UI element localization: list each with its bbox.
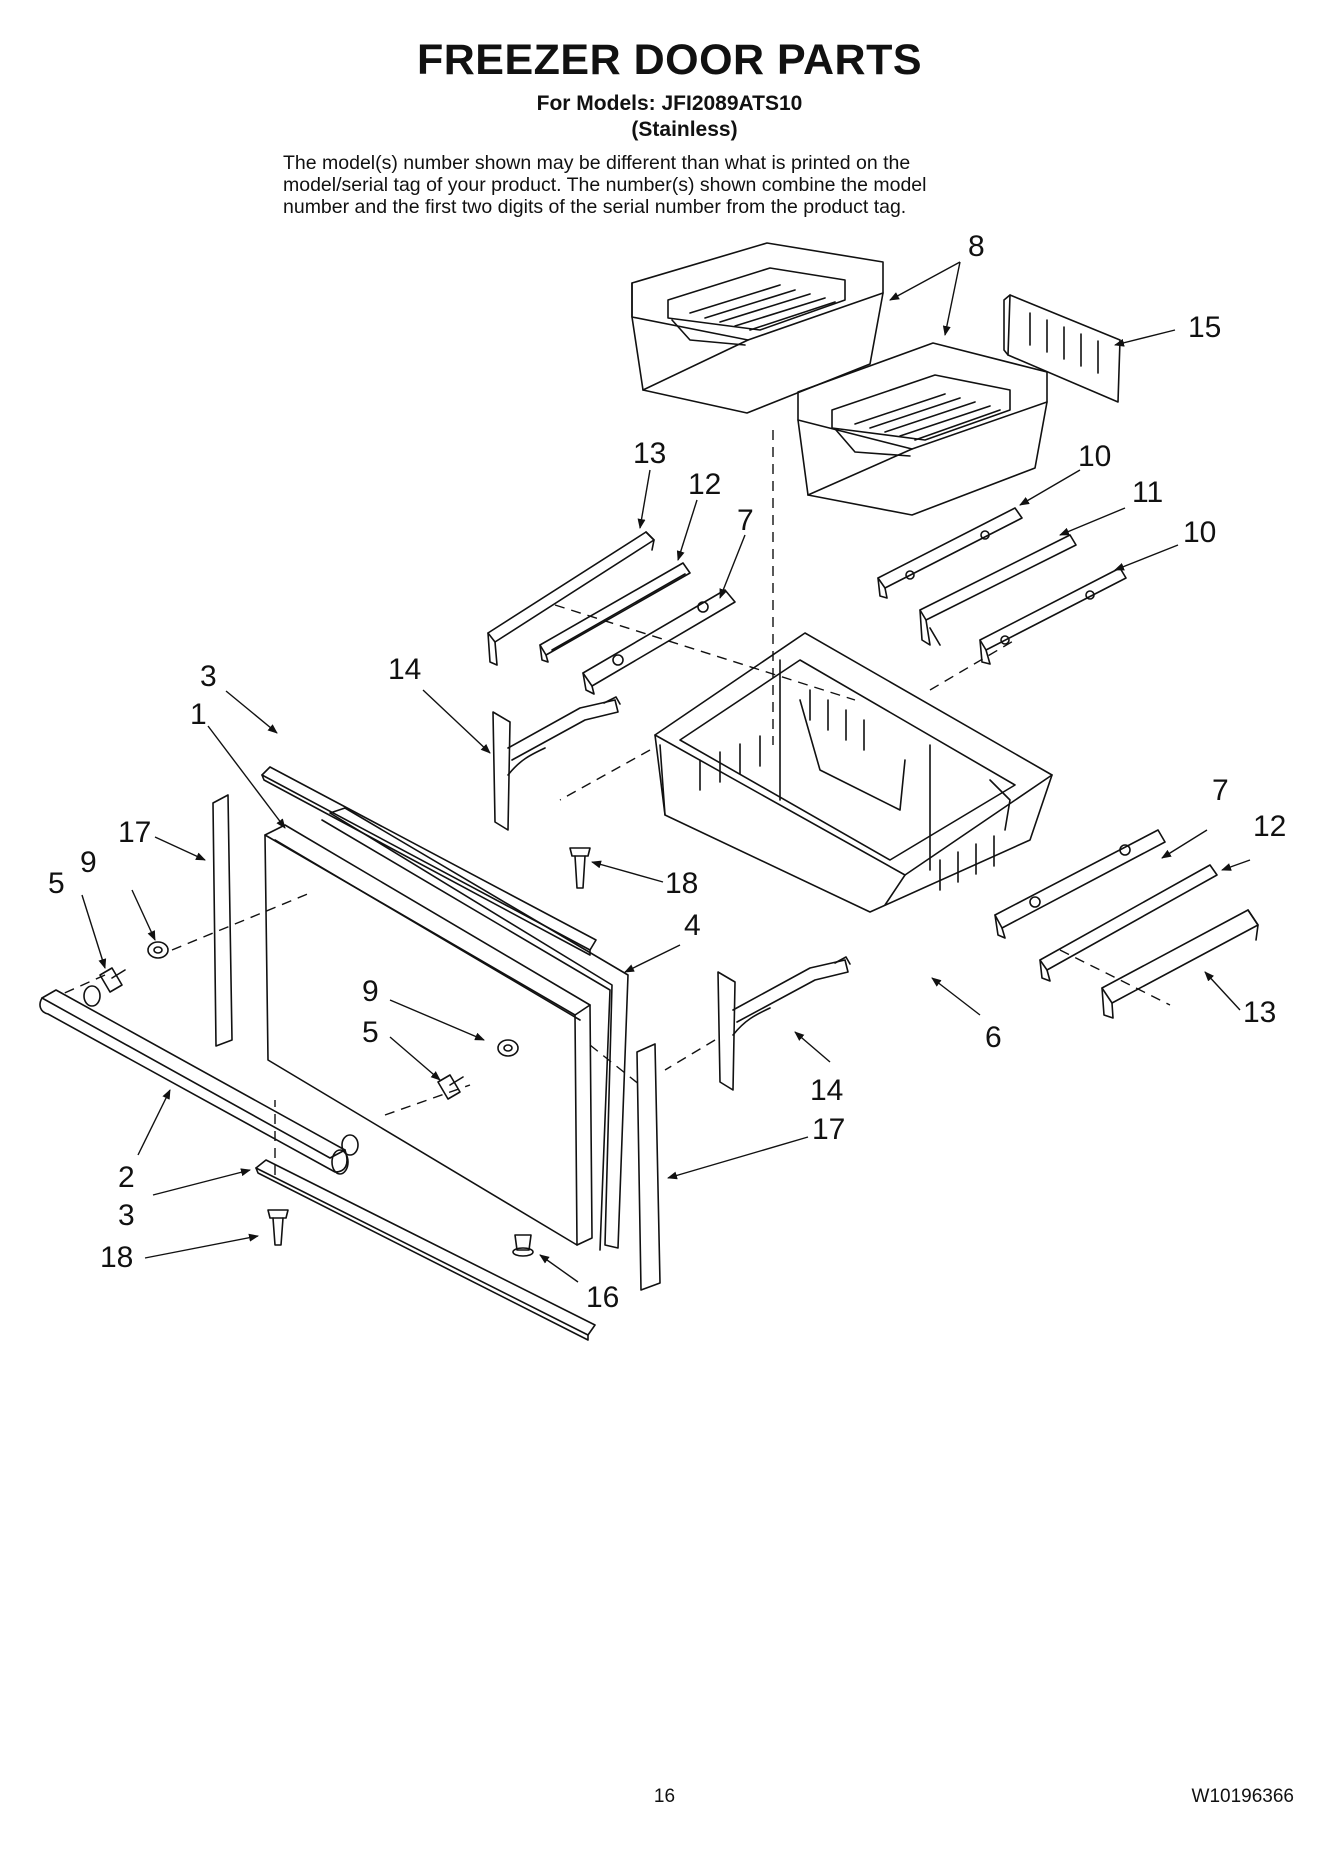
callout-4: 4 xyxy=(684,909,701,942)
callout-labels: 8 15 13 12 7 10 11 10 3 1 14 17 9 5 18 4… xyxy=(48,230,1286,1314)
page-title: FREEZER DOOR PARTS xyxy=(416,36,923,84)
slide-glide-left xyxy=(582,589,736,695)
callout-7: 7 xyxy=(1212,774,1229,807)
slide-cover-left xyxy=(487,531,655,666)
callout-12: 12 xyxy=(688,468,721,501)
slide-rail-bottom-right xyxy=(1039,864,1218,982)
upper-basket-left xyxy=(631,242,884,414)
callout-10: 10 xyxy=(1078,440,1111,473)
callout-7: 7 xyxy=(737,504,754,537)
lower-basket xyxy=(654,632,1053,913)
basket-divider xyxy=(1003,294,1121,403)
slide-rail-left xyxy=(539,562,691,663)
model-notice: The model(s) number shown may be differe… xyxy=(283,152,1103,218)
callout-17: 17 xyxy=(812,1113,845,1146)
door-gasket xyxy=(321,807,629,1251)
callout-18: 18 xyxy=(665,867,698,900)
callout-5: 5 xyxy=(48,867,65,900)
callout-12: 12 xyxy=(1253,810,1286,843)
document-number: W10196366 xyxy=(1191,1786,1294,1807)
trim-screw-top xyxy=(569,847,591,889)
slide-glide-upper-right xyxy=(877,507,1023,599)
slide-bracket-lower xyxy=(717,956,851,1091)
upper-basket-right xyxy=(797,342,1048,516)
callout-13: 13 xyxy=(633,437,666,470)
callout-14: 14 xyxy=(810,1074,843,1107)
slide-glide-lower-right xyxy=(979,567,1127,665)
callout-14: 14 xyxy=(388,653,421,686)
callout-6: 6 xyxy=(985,1021,1002,1054)
handle-screw-left xyxy=(99,967,126,993)
callout-10: 10 xyxy=(1183,516,1216,549)
callout-17: 17 xyxy=(118,816,151,849)
handle-screw-center xyxy=(437,1074,464,1100)
callout-11: 11 xyxy=(1132,476,1163,509)
callout-9: 9 xyxy=(80,846,97,879)
callout-3: 3 xyxy=(118,1199,135,1232)
trim-screw-bottom xyxy=(267,1209,289,1246)
freezer-door-panel xyxy=(264,824,593,1246)
model-number: For Models: JFI2089ATS10 xyxy=(536,92,803,115)
handle-spacer-left xyxy=(147,941,169,959)
door-trim-bottom xyxy=(255,1159,596,1341)
callout-5: 5 xyxy=(362,1016,379,1049)
handle-spacer-center xyxy=(497,1039,519,1057)
notice-line: The model(s) number shown may be differe… xyxy=(283,152,911,174)
page-number: 16 xyxy=(653,1786,676,1807)
side-trim-left xyxy=(212,794,233,1047)
callout-2: 2 xyxy=(118,1161,135,1194)
door-handle xyxy=(39,985,359,1175)
callout-18: 18 xyxy=(100,1241,133,1274)
door-stop xyxy=(512,1234,534,1257)
model-variant: (Stainless) xyxy=(631,118,738,141)
callout-9: 9 xyxy=(362,975,379,1008)
side-trim-right xyxy=(636,1043,661,1291)
notice-line: number and the first two digits of the s… xyxy=(283,196,907,218)
callout-8: 8 xyxy=(968,230,985,263)
callout-13: 13 xyxy=(1243,996,1276,1029)
slide-rail-right xyxy=(919,534,1077,646)
callout-1: 1 xyxy=(190,698,207,731)
alignment-lines xyxy=(59,430,1171,1175)
callout-15: 15 xyxy=(1188,311,1221,344)
leader-lines xyxy=(81,261,1251,1283)
callout-16: 16 xyxy=(586,1281,619,1314)
slide-bracket-upper xyxy=(492,696,621,831)
callout-3: 3 xyxy=(200,660,217,693)
notice-line: model/serial tag of your product. The nu… xyxy=(283,174,927,196)
slide-glide-bottom-right xyxy=(994,829,1166,939)
slide-cover-bottom-right xyxy=(1101,909,1259,1019)
